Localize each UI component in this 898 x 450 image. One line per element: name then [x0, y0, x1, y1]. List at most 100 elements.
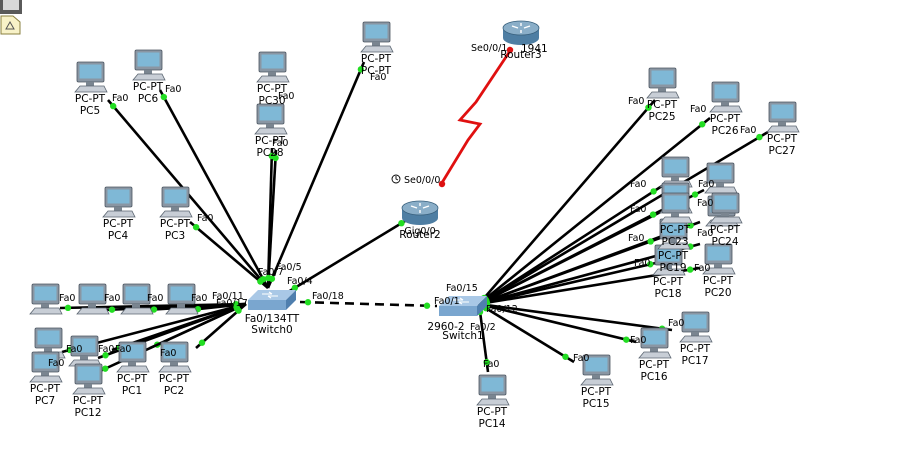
cable-switch0-3[interactable]	[266, 147, 274, 289]
cable-switch1-13[interactable]	[478, 302, 575, 364]
link-light	[198, 339, 206, 346]
pc-pc-pt[interactable]	[360, 21, 394, 53]
pc-pc2[interactable]	[158, 341, 192, 373]
device-model-label: PC-PT	[477, 406, 508, 418]
pc-pc16[interactable]	[638, 327, 672, 359]
router3[interactable]	[502, 20, 540, 45]
cable-switch1-11[interactable]	[478, 302, 673, 332]
cable-switch1-9[interactable]	[478, 260, 661, 306]
pc-icon[interactable]	[29, 283, 63, 315]
pc-pc15[interactable]	[580, 354, 614, 386]
port-label: Fa0/7	[258, 267, 284, 278]
screen	[664, 159, 687, 174]
cable-switch1-3[interactable]	[478, 184, 663, 306]
pc-pc6[interactable]	[132, 49, 166, 81]
pc-pc25[interactable]	[646, 67, 680, 99]
switch-top	[439, 296, 487, 306]
serial-link-router2-router3[interactable]	[438, 47, 514, 187]
port-label: Fa0	[634, 258, 650, 269]
port-label: Fa0/18	[312, 291, 344, 302]
stand	[177, 304, 185, 308]
port-label: Fa0	[59, 293, 75, 304]
cable-switch1-7[interactable]	[478, 236, 661, 306]
switch0[interactable]	[248, 290, 296, 310]
pc-pc4[interactable]	[102, 186, 136, 218]
port-label: Se0/0/1	[471, 43, 507, 54]
pc-pc20[interactable]	[702, 243, 736, 275]
pc-pc17[interactable]	[679, 311, 713, 343]
pc-pc12[interactable]	[72, 363, 106, 395]
cable-switch1-0[interactable]	[478, 99, 656, 305]
device-name-label: PC25	[648, 111, 675, 123]
stand	[721, 102, 729, 106]
keyboard	[29, 375, 63, 383]
pc-icon[interactable]	[659, 156, 693, 188]
switch-side	[477, 296, 487, 316]
port-label: Fa0	[147, 293, 163, 304]
link-light	[398, 219, 405, 227]
port-label: Fa0/12	[486, 304, 518, 315]
stand	[650, 348, 658, 352]
pc-pc19[interactable]	[657, 218, 691, 250]
device-model-label: PC-PT	[133, 81, 164, 93]
stand	[41, 304, 49, 308]
pc-pc14[interactable]	[476, 374, 510, 406]
link-light	[291, 284, 299, 292]
switch-side	[286, 290, 296, 310]
cable-switch0-1[interactable]	[158, 89, 270, 289]
link-light	[647, 238, 654, 245]
pc-pc27[interactable]	[766, 101, 800, 133]
keyboard	[580, 378, 614, 386]
stand	[266, 124, 274, 128]
pc-pc23[interactable]	[659, 192, 693, 224]
pc-pc1[interactable]	[116, 341, 150, 373]
stand	[171, 207, 179, 211]
router-model-label: 1941	[521, 43, 548, 55]
cable-switch1-1[interactable]	[478, 116, 711, 306]
keyboard	[476, 398, 510, 406]
stand	[372, 42, 380, 46]
cable-switch0-4[interactable]	[266, 61, 366, 289]
cable-switch1-12[interactable]	[478, 302, 637, 344]
device-name-label: PC2	[164, 385, 184, 397]
stand	[88, 304, 96, 308]
pc-pc28[interactable]	[254, 103, 288, 135]
pc-pc5[interactable]	[74, 61, 108, 93]
pc-icon[interactable]	[76, 283, 110, 315]
pc-icon[interactable]	[120, 283, 154, 315]
crossover-switch0-switch1[interactable]	[299, 300, 438, 308]
device-model-label: PC-PT	[361, 53, 392, 65]
cable-switch1-2[interactable]	[478, 130, 769, 306]
pc-icon[interactable]	[165, 283, 199, 315]
switch-model-label: Fa0/134TT	[245, 313, 300, 325]
stand	[691, 332, 699, 336]
device-model-label: PC-PT	[653, 276, 684, 288]
port-label: Fa0/15	[446, 283, 478, 294]
cable-switch0-5[interactable]	[189, 221, 269, 289]
port-label: Fa0	[115, 344, 131, 355]
pc-pc3[interactable]	[159, 186, 193, 218]
port-label: Fa0	[104, 293, 120, 304]
device-name-label: PC16	[640, 371, 667, 383]
pc-pc7[interactable]	[29, 351, 63, 383]
pc-pc26[interactable]	[709, 81, 743, 113]
screen	[121, 344, 144, 359]
pc-pc30[interactable]	[256, 51, 290, 83]
device-name-label: PC19	[659, 262, 686, 274]
device-model-label: PC-PT	[639, 359, 670, 371]
pc-pc18[interactable]	[652, 244, 686, 276]
pc-icon[interactable]	[704, 162, 738, 194]
cable-switch1-5[interactable]	[478, 208, 663, 306]
screen	[81, 286, 104, 301]
link-light	[268, 275, 276, 282]
keyboard	[72, 387, 106, 395]
note-tool-icon[interactable]	[0, 0, 26, 36]
switch1[interactable]	[439, 296, 487, 316]
router2[interactable]	[401, 200, 439, 225]
stand	[86, 82, 94, 86]
pc-pc24[interactable]	[709, 192, 743, 224]
cable-switch0-router2[interactable]	[287, 216, 411, 294]
link-light	[102, 352, 109, 359]
